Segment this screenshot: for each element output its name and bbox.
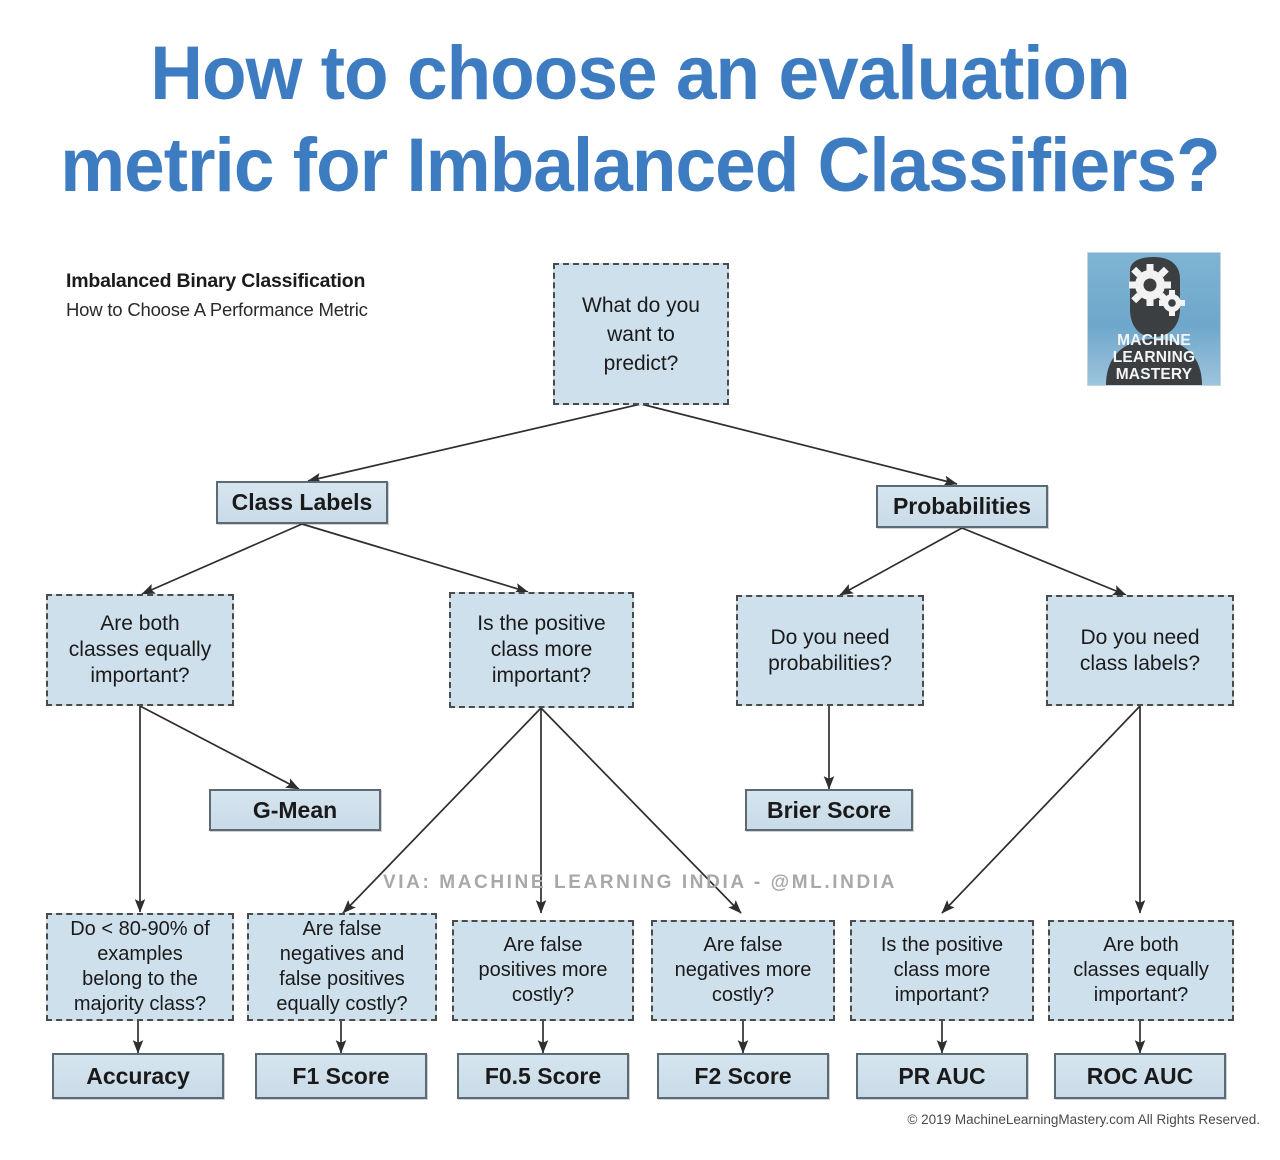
node-line: Are both: [100, 612, 180, 635]
node-line: important?: [1093, 984, 1189, 1006]
node-line: Are false: [302, 918, 382, 940]
node-class-labels[interactable]: Class Labels: [216, 481, 388, 524]
node-line: Is the positive: [477, 612, 606, 635]
edge-positive-more-to-fn-costly: [540, 707, 742, 914]
logo-text-line-2: LEARNING: [1113, 349, 1196, 366]
node-accuracy[interactable]: Accuracy: [52, 1053, 224, 1099]
node-line: important?: [90, 664, 190, 687]
node-line: classes equally: [1073, 959, 1209, 981]
node-line: Do < 80-90% of: [70, 918, 210, 940]
page-title-line-1: How to choose an evaluation: [150, 31, 1130, 116]
node-are-false-negatives-more-costly[interactable]: Are false negatives more costly?: [651, 920, 835, 1021]
edge-need-labels-to-positive-more-2: [941, 705, 1141, 914]
chart-heading: Imbalanced Binary Classification: [66, 270, 366, 292]
edge-class-labels-to-both-equal: [141, 523, 303, 595]
node-line: class labels?: [1079, 651, 1201, 675]
logo-artwork: MACHINE LEARNING MASTERY: [1088, 253, 1220, 385]
edge-root-to-probabilities: [640, 403, 958, 486]
node-line: Are false: [703, 934, 783, 956]
node-do-80-90-percent-majority-class[interactable]: Do < 80-90% of examples belong to the ma…: [46, 913, 234, 1021]
edge-probabilities-to-need-prob: [839, 527, 963, 596]
node-do-you-need-class-labels[interactable]: Do you need class labels?: [1046, 595, 1234, 706]
node-f2-score[interactable]: F2 Score: [657, 1053, 829, 1099]
node-brier-score[interactable]: Brier Score: [745, 789, 913, 831]
node-line: negatives and: [279, 943, 405, 965]
node-what-to-predict[interactable]: What do you want to predict?: [553, 263, 729, 405]
node-line: What do you: [582, 293, 700, 317]
node-line: class more: [893, 959, 991, 981]
node-line: probabilities?: [768, 651, 892, 675]
node-line: class more: [490, 638, 593, 661]
node-line: Do you need: [770, 625, 890, 649]
node-line: want to: [607, 322, 675, 346]
node-line: false positives: [279, 968, 405, 990]
node-line: Is the positive: [880, 934, 1004, 956]
node-g-mean[interactable]: G-Mean: [209, 789, 381, 831]
node-roc-auc[interactable]: ROC AUC: [1054, 1053, 1226, 1099]
edge-class-labels-to-positive-more: [301, 523, 529, 594]
node-line: negatives more: [674, 959, 812, 981]
node-f1-score[interactable]: F1 Score: [255, 1053, 427, 1099]
logo-text-line-1: MACHINE: [1117, 332, 1191, 349]
page-title-line-2: metric for Imbalanced Classifiers?: [60, 123, 1220, 208]
node-is-positive-class-more-important-2[interactable]: Is the positive class more important?: [850, 920, 1034, 1021]
node-do-you-need-probabilities[interactable]: Do you need probabilities?: [736, 595, 924, 706]
node-are-both-classes-equally-important[interactable]: Are both classes equally important?: [46, 594, 234, 706]
node-line: important?: [894, 984, 990, 1006]
copyright-text: © 2019 MachineLearningMastery.com All Ri…: [907, 1112, 1260, 1127]
node-line: examples: [97, 943, 183, 965]
node-is-positive-class-more-important[interactable]: Is the positive class more important?: [449, 592, 634, 708]
node-f05-score[interactable]: F0.5 Score: [457, 1053, 629, 1099]
node-line: Do you need: [1080, 625, 1200, 649]
node-line: positives more: [478, 959, 608, 981]
node-line: costly?: [711, 984, 775, 1006]
node-line: Are false: [503, 934, 583, 956]
gear-icon: [1129, 264, 1171, 306]
edge-positive-more-to-fnfp: [342, 707, 542, 914]
node-line: predict?: [603, 351, 679, 375]
node-line: Are both: [1103, 934, 1179, 956]
node-are-false-positives-more-costly[interactable]: Are false positives more costly?: [452, 920, 634, 1021]
edge-root-to-class-labels: [307, 403, 642, 484]
node-line: important?: [491, 664, 592, 687]
edge-probabilities-to-need-labels: [961, 527, 1127, 596]
node-line: belong to the: [82, 968, 198, 990]
page-title: How to choose an evaluation metric for I…: [26, 28, 1255, 212]
edge-both-equal-to-gmean: [139, 705, 300, 790]
node-pr-auc[interactable]: PR AUC: [856, 1053, 1028, 1099]
chart-subheading: How to Choose A Performance Metric: [66, 299, 368, 320]
logo-text-line-3: MASTERY: [1116, 366, 1193, 383]
node-line: costly?: [511, 984, 575, 1006]
machine-learning-mastery-logo: MACHINE LEARNING MASTERY: [1087, 252, 1221, 386]
node-are-both-classes-equally-important-2[interactable]: Are both classes equally important?: [1048, 920, 1234, 1021]
node-false-neg-and-false-pos-equally-costly[interactable]: Are false negatives and false positives …: [247, 913, 437, 1021]
node-line: classes equally: [68, 638, 212, 661]
node-line: majority class?: [73, 993, 207, 1015]
node-probabilities[interactable]: Probabilities: [876, 485, 1048, 528]
node-line: equally costly?: [276, 993, 408, 1015]
